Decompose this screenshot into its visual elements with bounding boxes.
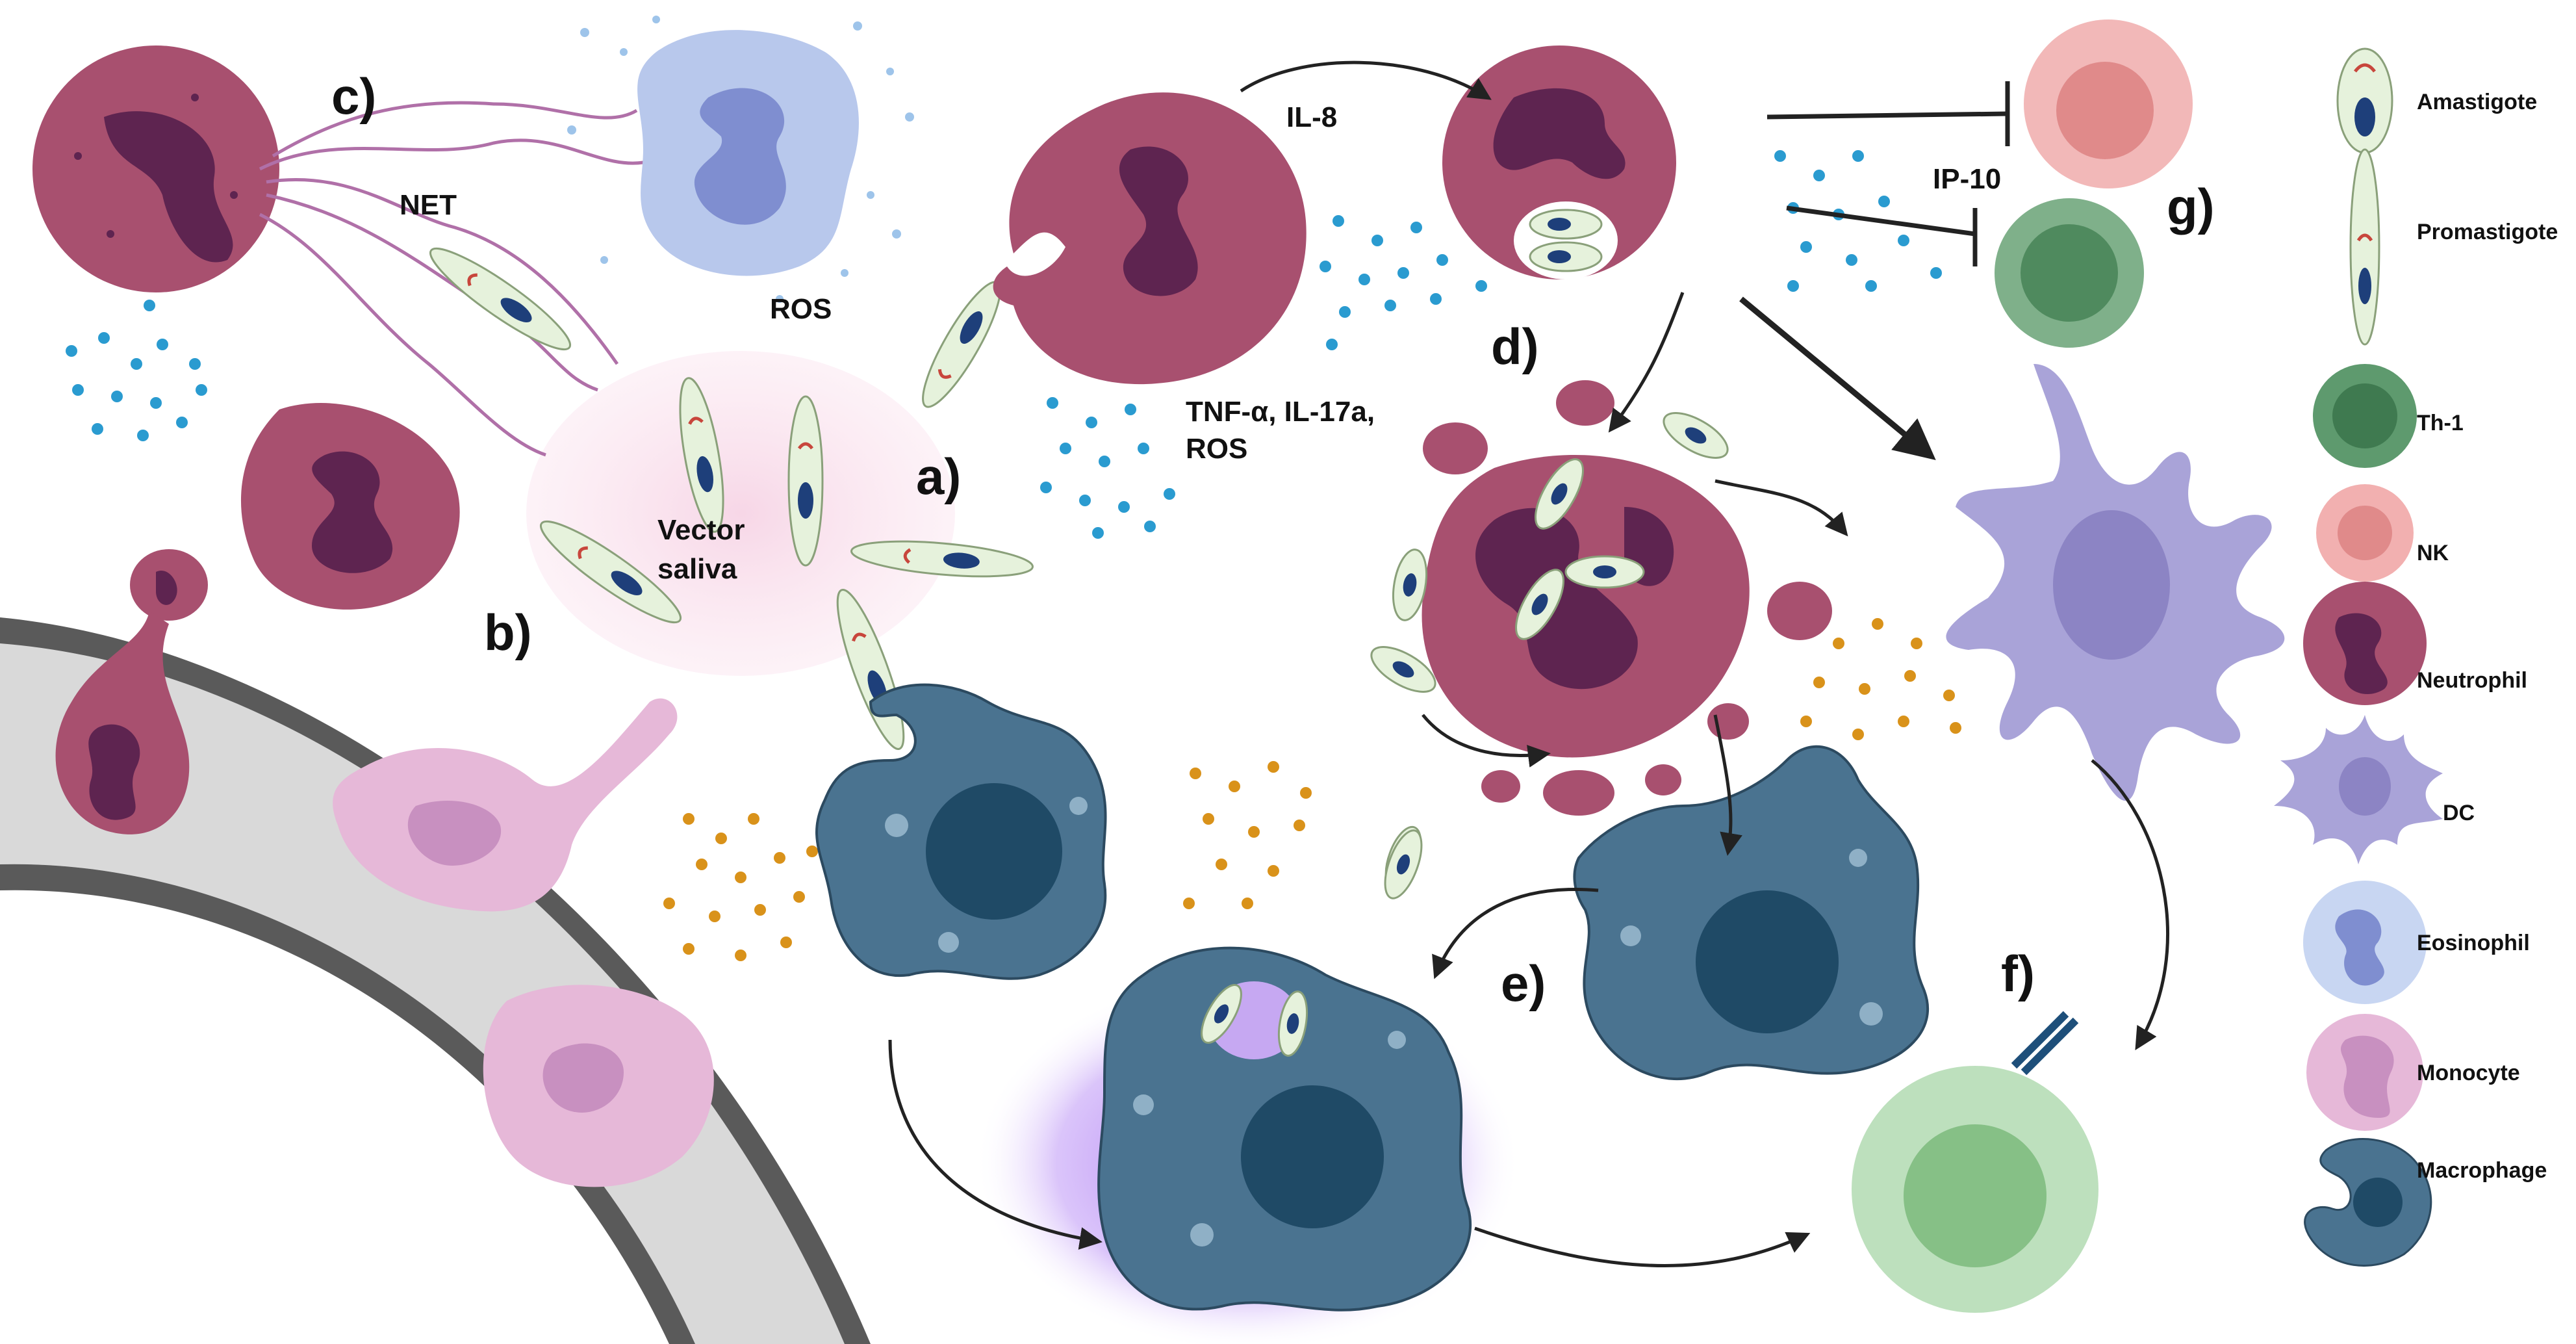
neutrophil-b	[240, 403, 460, 610]
legend-macrophage-icon	[2304, 1138, 2432, 1267]
legend-macrophage-label: Macrophage	[2417, 1158, 2547, 1183]
panel-b-label: b)	[484, 604, 532, 661]
dendritic-cell	[1946, 364, 2285, 801]
blue-cytokine-dots	[66, 150, 1942, 539]
il8-label: IL-8	[1286, 101, 1337, 133]
b-cell	[1852, 1011, 2098, 1313]
legend-nk-icon	[2316, 484, 2414, 582]
ip10-label: IP-10	[1933, 163, 2001, 195]
monocyte-lower	[483, 985, 714, 1187]
vector-saliva-label-2: saliva	[657, 553, 737, 585]
legend-monocyte-label: Monocyte	[2417, 1061, 2520, 1085]
vector-saliva-label-1: Vector	[657, 514, 745, 546]
panel-f-label: f)	[2001, 945, 2035, 1002]
th1-cell	[1995, 198, 2144, 348]
legend-eosinophil-icon	[2303, 881, 2427, 1004]
eosinophil	[637, 30, 859, 276]
legend-neutrophil-label: Neutrophil	[2417, 668, 2527, 693]
panel-c-label: c)	[331, 68, 376, 125]
panel-e-label: e)	[1501, 955, 1546, 1012]
legend-monocyte-icon	[2306, 1014, 2423, 1131]
orange-cytokine-dots	[663, 618, 1961, 961]
neutrophil-engulfing	[993, 92, 1307, 385]
vector-saliva-region	[526, 351, 955, 676]
panel-d-label: d)	[1491, 318, 1539, 375]
neutrophil-infected	[1442, 45, 1676, 279]
legend-promastigote-icon	[2349, 148, 2380, 346]
inhibition-lines	[1766, 81, 2010, 266]
legend-neutrophil-icon	[2303, 582, 2427, 705]
legend-dc-label: DC	[2443, 801, 2475, 825]
macrophage-infected-glow	[975, 946, 1520, 1344]
panel-a-label: a)	[916, 448, 961, 505]
panel-g-label: g)	[2167, 178, 2215, 235]
arrows	[888, 60, 2169, 1267]
amastigotes-around-apoptotic	[1370, 412, 1729, 890]
nk-cell	[2024, 19, 2193, 188]
legend-th1-label: Th-1	[2417, 411, 2464, 435]
tnf-label-1: TNF-α, IL-17a,	[1186, 396, 1375, 428]
legend-th1-icon	[2313, 364, 2417, 468]
monocyte-upper	[333, 698, 678, 912]
neutrophil-net-releasing	[32, 45, 279, 292]
legend-amastigote-icon	[2336, 47, 2393, 154]
legend-amastigote-label: Amastigote	[2417, 90, 2537, 114]
ros-speckles	[567, 16, 914, 303]
legend-dc-icon	[2274, 715, 2443, 864]
legend-eosinophil-label: Eosinophil	[2417, 931, 2530, 955]
tnf-label-2: ROS	[1186, 433, 1247, 465]
ros-label: ROS	[770, 293, 832, 325]
labels: c) b) a) d) e) f) g) NET ROS Vector sali…	[331, 68, 2215, 1012]
macrophage-engulfing	[815, 683, 1107, 980]
net-label: NET	[400, 189, 457, 221]
legend: Amastigote Promastigote Th-1 NK Neutroph…	[2274, 47, 2558, 1267]
legend-promastigote-label: Promastigote	[2417, 220, 2558, 244]
macrophage-right	[1573, 745, 1929, 1080]
amastigote-free	[1384, 829, 1423, 899]
neutrophil-extravasating	[55, 549, 208, 834]
legend-nk-label: NK	[2417, 541, 2449, 565]
